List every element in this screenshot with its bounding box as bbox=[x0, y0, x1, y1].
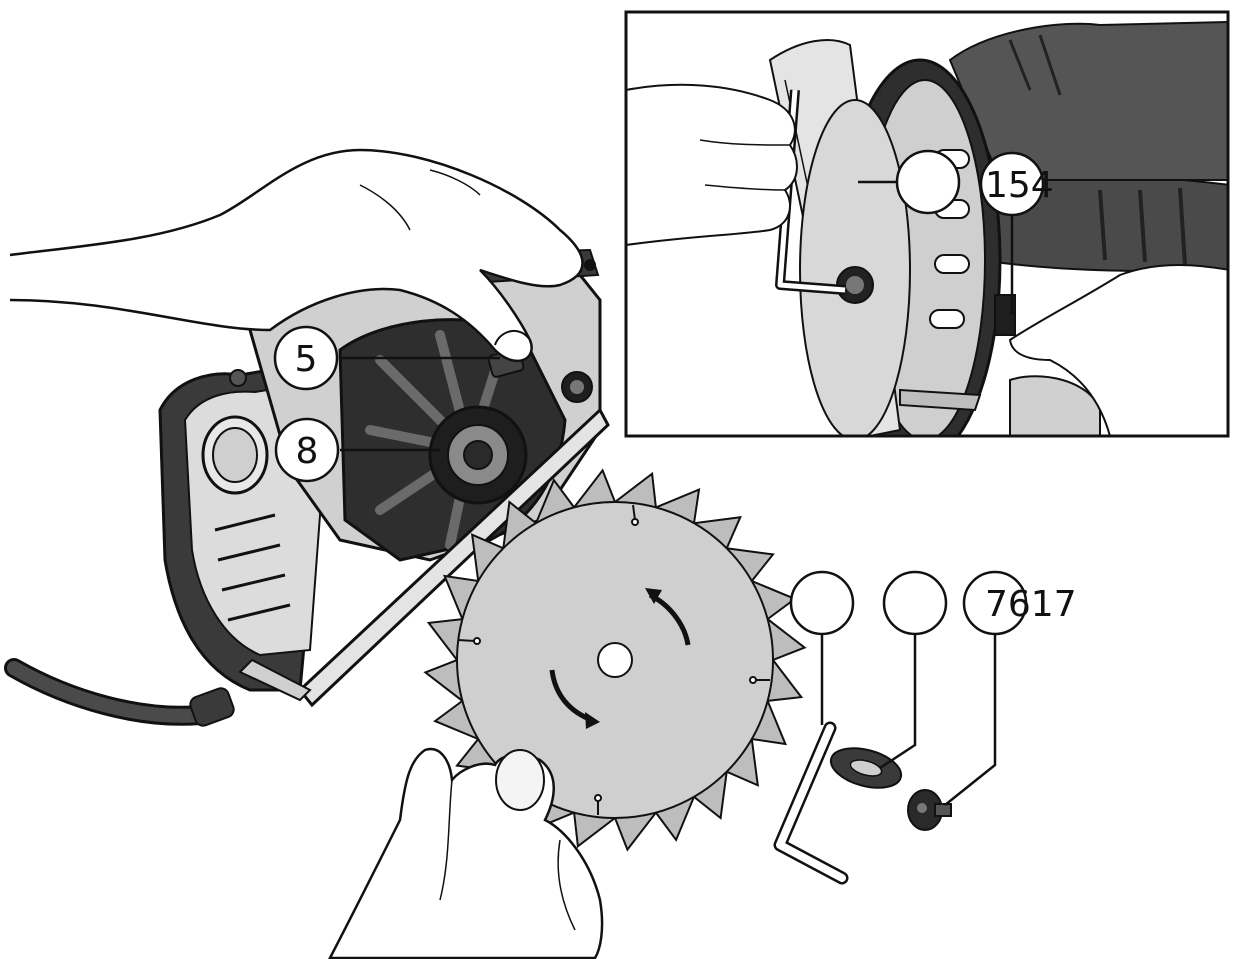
vent-slots bbox=[214, 513, 291, 622]
hand-holding-blade bbox=[328, 747, 604, 959]
callout-154-label: 154 bbox=[985, 165, 1054, 206]
cord-sleeve bbox=[189, 687, 235, 727]
blade-slots bbox=[457, 504, 770, 815]
inset-lock-lever bbox=[994, 294, 1016, 336]
hex-key-illustration bbox=[773, 721, 849, 885]
callout-5-circle bbox=[273, 325, 339, 391]
callout-wrench-circle bbox=[789, 570, 855, 636]
inset-border bbox=[624, 10, 1230, 438]
hand-illustration bbox=[9, 148, 584, 362]
leader-line-washer bbox=[879, 634, 917, 770]
screw-head bbox=[229, 369, 247, 387]
callout-7617-label: 7617 bbox=[985, 584, 1077, 625]
leader-line-7617 bbox=[944, 634, 997, 806]
spindle-bolt bbox=[463, 440, 493, 470]
inset-hand-left bbox=[626, 83, 798, 247]
blade-arbor-hole bbox=[597, 642, 633, 678]
callout-154-circle bbox=[979, 151, 1045, 217]
blade-bolt-illustration bbox=[907, 789, 952, 831]
callout-8-circle bbox=[274, 417, 340, 483]
inset-panel bbox=[624, 10, 1230, 438]
callout-inset-blank-circle bbox=[895, 149, 961, 215]
callout-washer-circle bbox=[882, 570, 948, 636]
inset-hand-right bbox=[1008, 264, 1228, 436]
callouts: 5 8 154 7617 bbox=[273, 149, 1077, 806]
callout-5-label: 5 bbox=[295, 339, 318, 380]
flange-washer-illustration bbox=[829, 747, 903, 789]
callout-7617-circle bbox=[962, 570, 1028, 636]
callout-8-label: 8 bbox=[296, 431, 319, 472]
